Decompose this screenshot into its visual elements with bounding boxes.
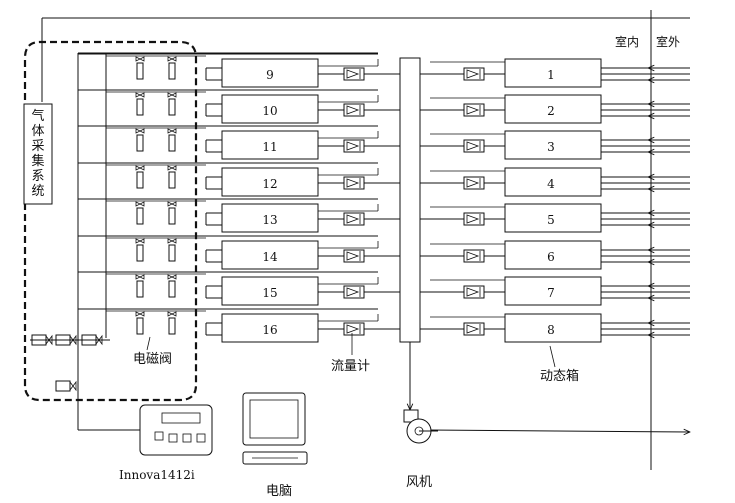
dynamic-box-leader (549, 345, 556, 368)
indoor-label: 室内 (615, 34, 639, 49)
dynamic-box-label-7: 7 (547, 286, 555, 300)
dynamic-box-15 (221, 276, 319, 306)
gas-analyzer-icon (139, 404, 213, 456)
flowmeter-label: 流量计 (331, 359, 370, 374)
flowmeter-left-14 (343, 249, 365, 263)
dynamic-box-10 (221, 94, 319, 124)
flowmeter-right-1 (463, 67, 485, 81)
gas-system-label: 气体采集系统 (31, 108, 44, 199)
flowmeter-right-7 (463, 285, 485, 299)
solenoid-valve-icon (135, 56, 145, 80)
dynamic-box-3 (504, 130, 602, 160)
solenoid-valve-icon (167, 311, 177, 335)
gas-system-box (23, 103, 53, 205)
dynamic-box-label-16: 16 (262, 323, 277, 337)
manifold (399, 57, 421, 343)
dynamic-box-2 (504, 94, 602, 124)
dynamic-box-label-2: 2 (547, 104, 555, 118)
dynamic-box-label-4: 4 (547, 177, 555, 191)
dynamic-box-16 (221, 313, 319, 343)
dynamic-box-7 (504, 276, 602, 306)
dynamic-box-6 (504, 240, 602, 270)
dynamic-box-9 (221, 58, 319, 88)
solenoid-valve-icon (167, 274, 177, 298)
solenoid-valve-icon (167, 238, 177, 262)
solenoid-valve-icon (135, 128, 145, 152)
dynamic-box-label: 动态箱 (540, 368, 579, 384)
flowmeter-left-13 (343, 212, 365, 226)
dynamic-box-5 (504, 203, 602, 233)
solenoid-valve-icon (135, 201, 145, 225)
solenoid-valve-icon (167, 165, 177, 189)
computer-label: 电脑 (266, 484, 292, 499)
flowmeter-right-2 (463, 103, 485, 117)
dynamic-box-12 (221, 167, 319, 197)
flowmeter-left-9 (343, 67, 365, 81)
dynamic-box-14 (221, 240, 319, 270)
flowmeter-right-8 (463, 322, 485, 336)
dynamic-box-8 (504, 313, 602, 343)
dynamic-box-label-1: 1 (547, 68, 555, 82)
flowmeter-left-15 (343, 285, 365, 299)
dynamic-box-11 (221, 130, 319, 160)
dynamic-box-label-12: 12 (262, 177, 277, 191)
analyzer-label: Innova1412i (119, 468, 195, 482)
frame-lines (41, 10, 690, 470)
solenoid-valve-icon (135, 165, 145, 189)
flowmeter-left-16 (343, 322, 365, 336)
flowmeter-right-5 (463, 212, 485, 226)
dynamic-box-label-3: 3 (547, 140, 555, 154)
solenoid-valve-icon (167, 56, 177, 80)
dynamic-box-label-5: 5 (547, 213, 555, 227)
dynamic-box-label-11: 11 (262, 140, 277, 154)
solenoid-valve-icon (167, 201, 177, 225)
dynamic-box-label-9: 9 (266, 68, 274, 82)
dynamic-box-13 (221, 203, 319, 233)
flowmeter-right-6 (463, 249, 485, 263)
solenoid-valve-icon (167, 128, 177, 152)
computer-icon (242, 392, 308, 465)
dynamic-box-label-6: 6 (547, 250, 555, 264)
chamber-rows: 1 9 2 10 3 11 4 12 5 13 6 14 7 15 8 16 (78, 53, 690, 343)
bottom-valves (30, 334, 110, 392)
solenoid-valve-boundary (23, 40, 198, 402)
solenoid-valve-icon (135, 274, 145, 298)
solenoid-valve-icon (55, 380, 77, 392)
fan-label: 风机 (406, 475, 432, 490)
dynamic-box-4 (504, 167, 602, 197)
flowmeter-right-4 (463, 176, 485, 190)
dynamic-box-label-13: 13 (262, 213, 277, 227)
dynamic-box-1 (504, 58, 602, 88)
dynamic-box-label-15: 15 (262, 286, 277, 300)
dynamic-box-label-14: 14 (262, 250, 278, 264)
solenoid-valve-icon (135, 92, 145, 116)
flowmeter-left-11 (343, 139, 365, 153)
fan-icon (403, 409, 438, 444)
flowmeter-left-10 (343, 103, 365, 117)
solenoid-valve-icon (135, 311, 145, 335)
solenoid-label: 电磁阀 (133, 352, 172, 367)
solenoid-valve-icon (135, 238, 145, 262)
dynamic-box-label-8: 8 (547, 323, 555, 337)
flowmeter-left-12 (343, 176, 365, 190)
solenoid-valve-icon (167, 92, 177, 116)
flowmeter-right-3 (463, 139, 485, 153)
solenoid-leader (146, 336, 151, 351)
outdoor-label: 室外 (656, 34, 680, 49)
dynamic-box-label-10: 10 (262, 104, 277, 118)
